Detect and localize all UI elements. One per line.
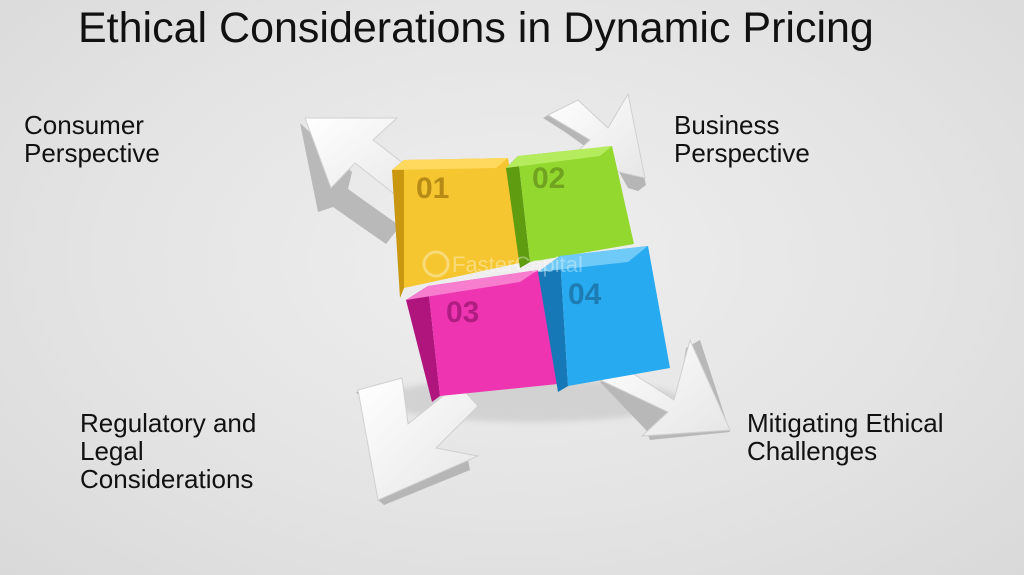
cube-01-number: 01 <box>416 172 449 205</box>
label-line: Business <box>674 110 780 140</box>
consumer-perspective-label: Consumer Perspective <box>24 111 160 167</box>
cube-03: 03 <box>406 270 558 402</box>
label-line: Perspective <box>24 138 160 168</box>
cube-04-number: 04 <box>568 278 602 311</box>
cube-02: 02 <box>506 146 634 268</box>
label-line: Mitigating Ethical <box>747 408 944 438</box>
label-line: Regulatory and <box>80 408 257 438</box>
regulatory-legal-label: Regulatory and Legal Considerations <box>80 409 256 493</box>
cube-04-face <box>560 246 670 386</box>
cube-03-number: 03 <box>446 296 479 329</box>
cube-02-face <box>518 146 634 262</box>
watermark-logo: FasterCapital <box>422 250 583 278</box>
label-line: Perspective <box>674 138 810 168</box>
label-line: Legal <box>80 436 144 466</box>
cube-04: 04 <box>538 246 670 392</box>
cube-02-number: 02 <box>532 162 565 195</box>
cube-01-face <box>404 158 524 288</box>
cube-03-face <box>428 270 558 396</box>
label-line: Consumer <box>24 110 144 140</box>
page-title: Ethical Considerations in Dynamic Pricin… <box>78 4 874 52</box>
label-line: Considerations <box>80 464 254 494</box>
cube-01: 01 <box>392 158 524 298</box>
arrow-bottom-left-icon <box>356 377 480 505</box>
watermark-text: FasterCapital <box>452 252 583 277</box>
mitigating-ethical-label: Mitigating Ethical Challenges <box>747 409 944 465</box>
label-line: Challenges <box>747 436 878 466</box>
business-perspective-label: Business Perspective <box>674 111 810 167</box>
